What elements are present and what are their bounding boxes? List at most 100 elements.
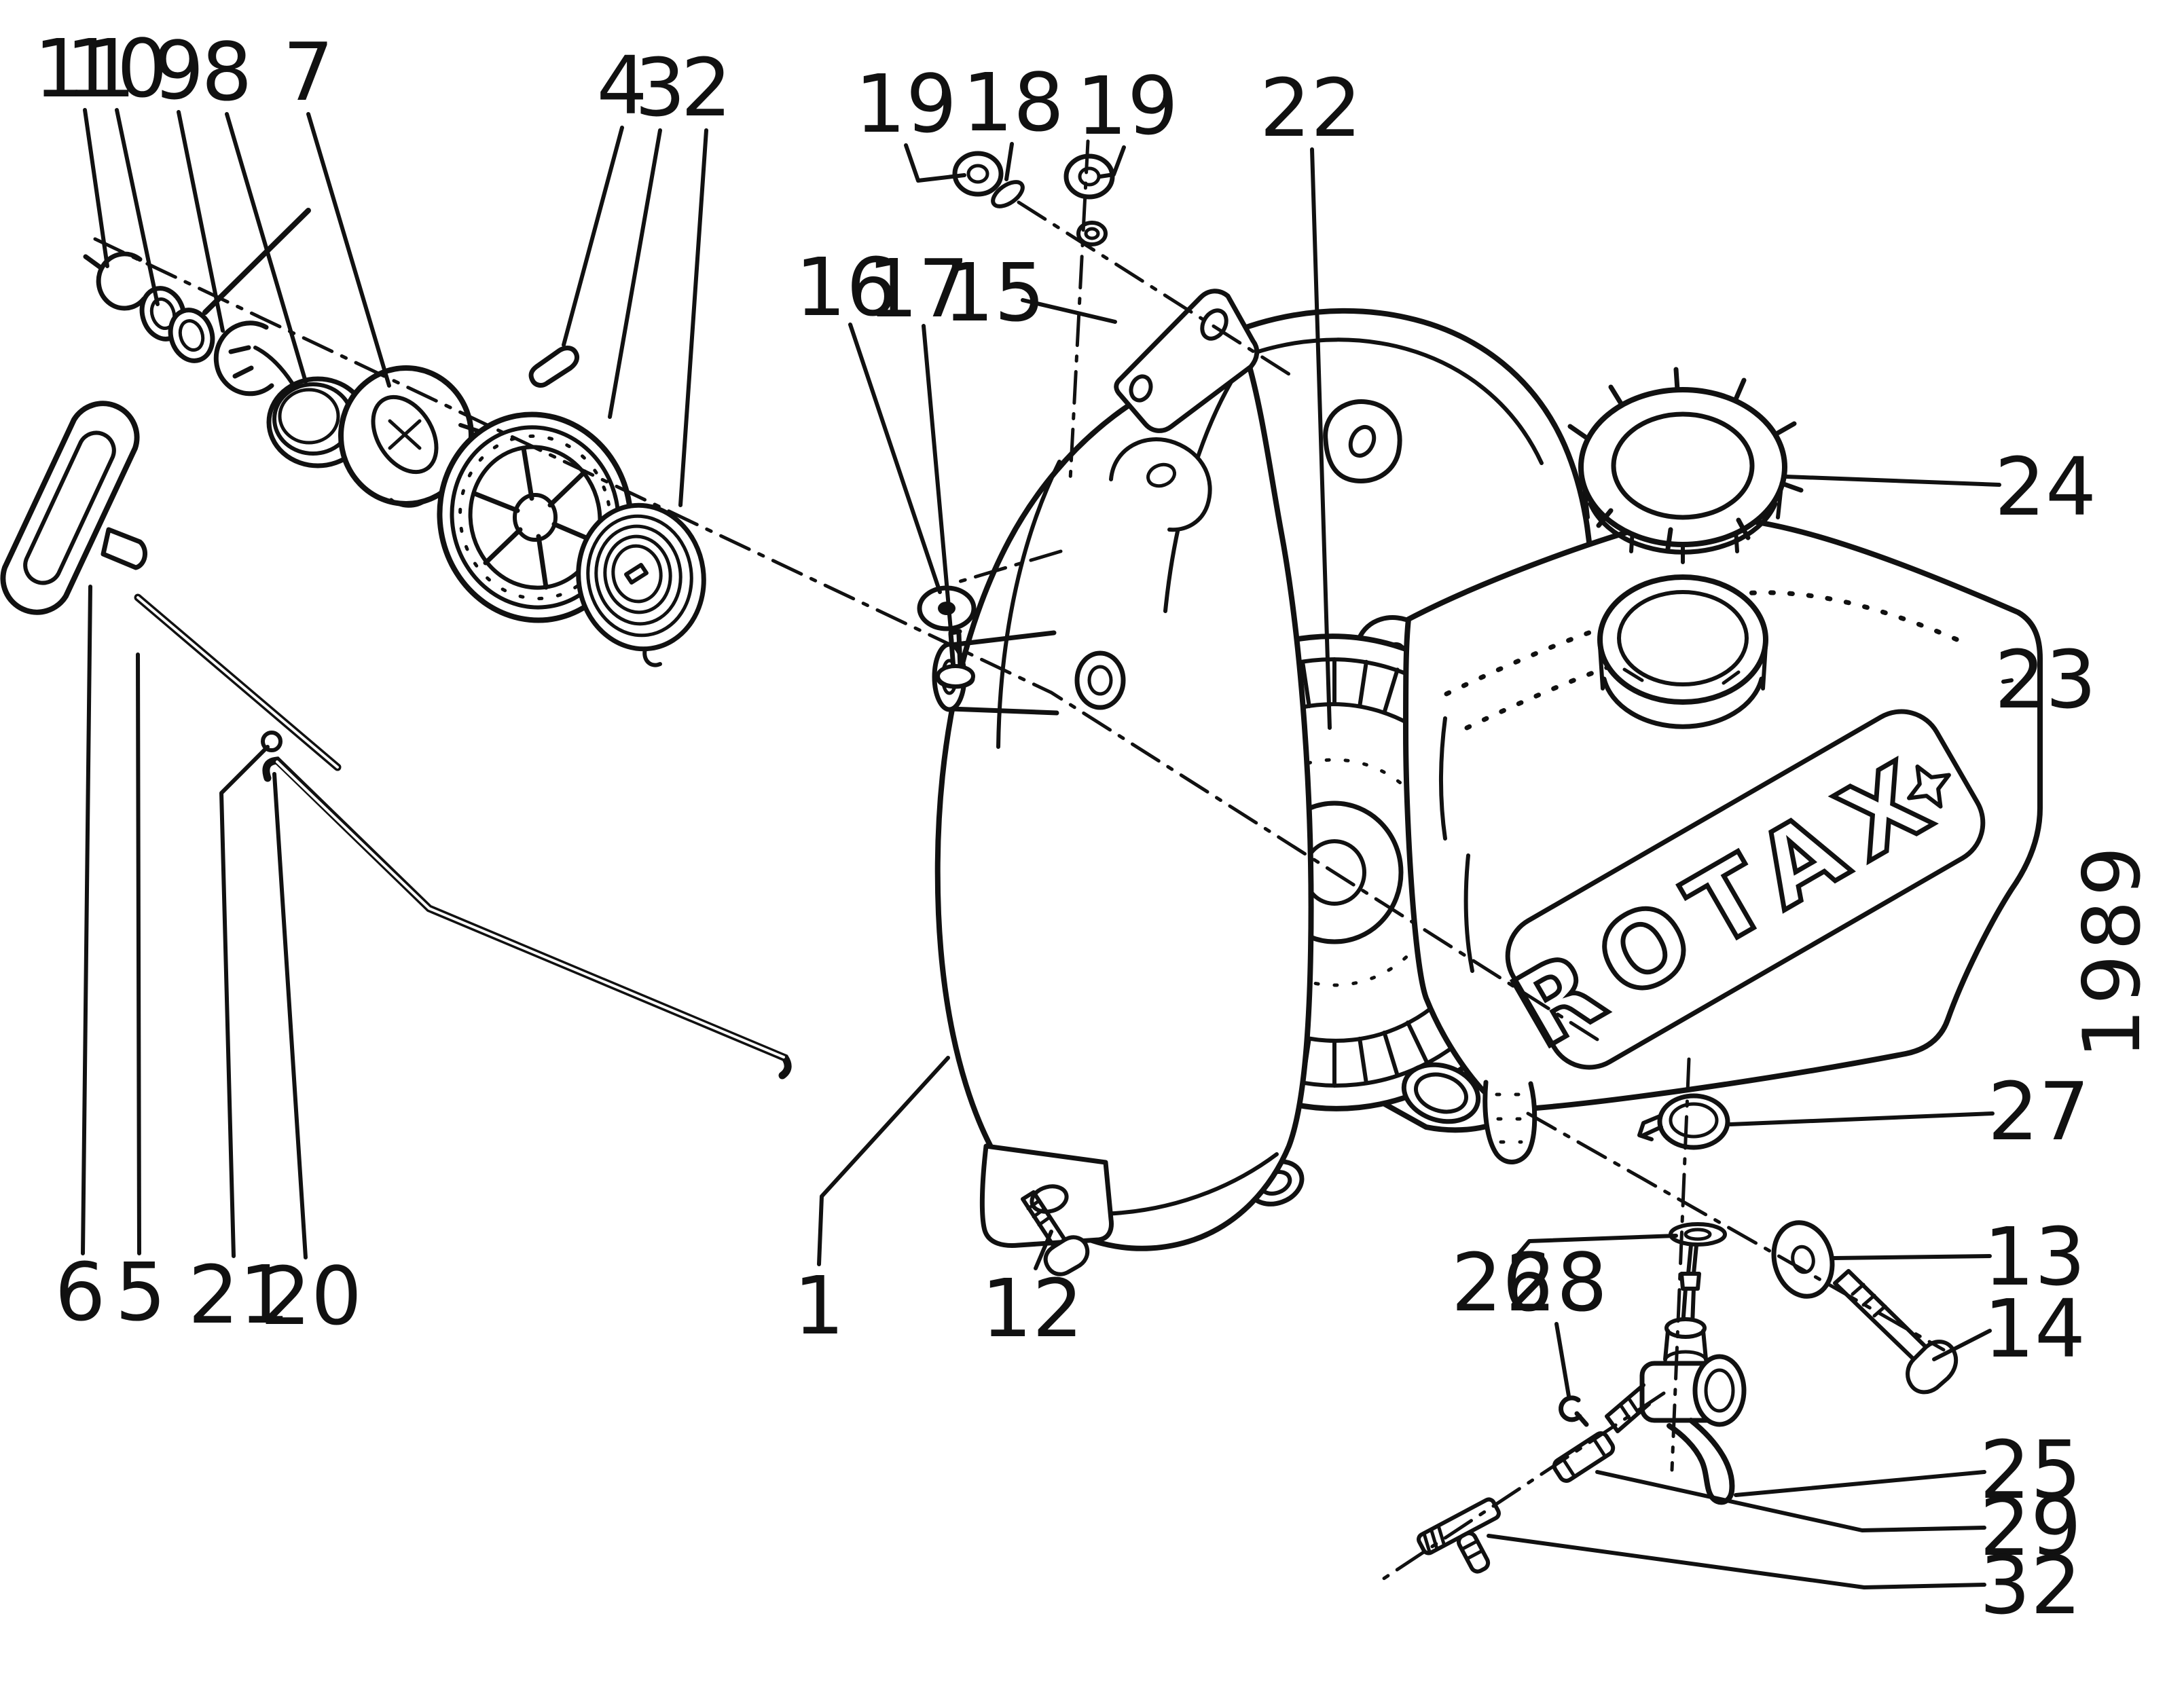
spring-case-tab xyxy=(642,647,662,667)
starter-rope-5-core xyxy=(136,596,339,769)
cap-scallops xyxy=(1567,367,1804,551)
part-label-20-28: 20 xyxy=(260,1249,362,1343)
handle-rope-stub xyxy=(101,527,147,570)
leader-line-25-20 xyxy=(1734,1470,1986,1497)
part-label-5-26: 5 xyxy=(115,1245,166,1339)
part-label-1-29: 1 xyxy=(793,1259,844,1352)
centerline-0 xyxy=(93,237,1605,1045)
hub-notch xyxy=(389,498,427,508)
clamp-screw xyxy=(1637,1114,1663,1141)
filler-neck-notch xyxy=(1622,667,1741,685)
washer-18 xyxy=(991,180,1025,208)
part-label-7-4: 7 xyxy=(283,25,333,119)
housing-foot xyxy=(979,1143,1114,1248)
fuel-cap xyxy=(1567,367,1804,564)
pulley-texture-ring xyxy=(458,434,612,601)
hub-bore-cross xyxy=(388,419,422,450)
fuel-hose-29 xyxy=(1552,1431,1616,1483)
pulley-hub-bore xyxy=(513,493,558,542)
part-label-11-0: 11 xyxy=(34,22,136,115)
part-label-26-23: 26 xyxy=(1451,1236,1553,1329)
tank-bottom-lug xyxy=(1482,1080,1537,1164)
part-label-13-18: 13 xyxy=(1984,1210,2086,1304)
housing-cover-outline xyxy=(934,354,1314,1251)
e-clip-9 xyxy=(213,320,274,397)
part-label-18-9: 18 xyxy=(962,56,1064,149)
spiral-4 xyxy=(611,544,663,604)
leader-line-7-4 xyxy=(306,112,391,388)
spiral-2 xyxy=(594,524,682,626)
leader-line-3-6 xyxy=(608,128,662,419)
part-label-16-12: 16 xyxy=(795,240,897,334)
washer-13 xyxy=(1771,1220,1835,1299)
leader-line-32-22 xyxy=(1487,1534,1986,1589)
mounting-bracket-group xyxy=(952,151,1260,532)
bolt-12-threads xyxy=(1026,1200,1051,1227)
tank-bottom-lug-shape xyxy=(1482,1080,1537,1164)
part-label-24-15: 24 xyxy=(1995,440,2096,534)
hub-oval-bore xyxy=(371,394,439,475)
shroud-boss-hole xyxy=(1146,462,1176,488)
part-label-4-5: 4 xyxy=(596,39,647,132)
rope-guide-boss xyxy=(948,630,1059,716)
spring-coil-inner xyxy=(278,388,340,445)
part-label-15-14: 15 xyxy=(943,246,1045,339)
valve-collar-ring xyxy=(1664,1317,1707,1339)
t-fitting-leg xyxy=(1456,1531,1491,1574)
governor-rod-20-core xyxy=(276,760,785,1058)
leader-line-14-19 xyxy=(1932,1329,1992,1361)
flange-nut-19-left-bore xyxy=(966,164,989,184)
spring-hook xyxy=(253,346,294,385)
flange-nut-19-left xyxy=(952,151,1004,197)
part-label-3-6: 3 xyxy=(634,41,685,134)
centerlines-layer xyxy=(93,139,1946,1584)
pulley-spokes xyxy=(472,445,598,590)
tank-left-rib-1 xyxy=(1439,716,1447,841)
leader-line-21-27 xyxy=(219,745,270,1258)
cap-skirt-bottom xyxy=(1588,501,1778,555)
handle-6-grip-slot xyxy=(23,430,116,585)
centerline-1 xyxy=(1526,1111,1946,1352)
leader-line-22-11 xyxy=(1310,147,1332,730)
starter-spring-8 xyxy=(253,346,369,468)
spring-anchor-pin xyxy=(202,208,311,315)
part-label-17-13: 17 xyxy=(867,242,969,335)
t-fitting-barbs xyxy=(1422,1524,1446,1555)
handle-6-body xyxy=(0,401,140,615)
leader-line-28-24 xyxy=(1554,1322,1571,1398)
leader-line-4-5 xyxy=(562,126,624,347)
starter-post-knob xyxy=(1074,650,1126,710)
filler-neck xyxy=(1597,574,1768,729)
pin-4 xyxy=(528,346,580,388)
bracket-plate xyxy=(1114,289,1260,433)
leader-line-27-17 xyxy=(1728,1111,1995,1126)
hose-clamp-27 xyxy=(1637,1093,1730,1150)
t-fitting-leg-ridges xyxy=(1459,1539,1485,1561)
tank-left-rib-2 xyxy=(1463,853,1474,973)
fuel-clip-28 xyxy=(1559,1395,1589,1427)
pulley-rim-inner xyxy=(468,445,602,590)
leader-line-24-15 xyxy=(1784,475,2001,487)
bushing-10b xyxy=(168,308,215,363)
washer-and-screw-group xyxy=(917,585,977,689)
part-label-19-10: 19 xyxy=(1076,59,1178,153)
washer-26-bore xyxy=(1684,1228,1712,1241)
leader-line-26-23 xyxy=(1512,1234,1678,1261)
centerline-4 xyxy=(1068,139,1090,481)
leader-line-8-3 xyxy=(225,112,308,384)
part-label-9-2: 9 xyxy=(153,24,204,117)
centerline-2 xyxy=(1670,1057,1691,1472)
bolt-12-head xyxy=(1043,1235,1090,1276)
t-fitting-32 xyxy=(1417,1497,1501,1574)
leader-line-10-1 xyxy=(115,108,160,306)
part-label-27-17: 27 xyxy=(1988,1065,2090,1158)
fuel-valve-assembly xyxy=(1417,1222,1747,1574)
leader-line-12-30 xyxy=(1034,1230,1053,1270)
part-label-2-7: 2 xyxy=(680,41,731,134)
spiral-spring-case-2 xyxy=(576,502,706,667)
fan-mount-hole-lower-inner xyxy=(1413,1072,1469,1114)
fuel-tank-outline xyxy=(1403,514,2043,1111)
bracket-hole-lower xyxy=(1129,374,1153,403)
